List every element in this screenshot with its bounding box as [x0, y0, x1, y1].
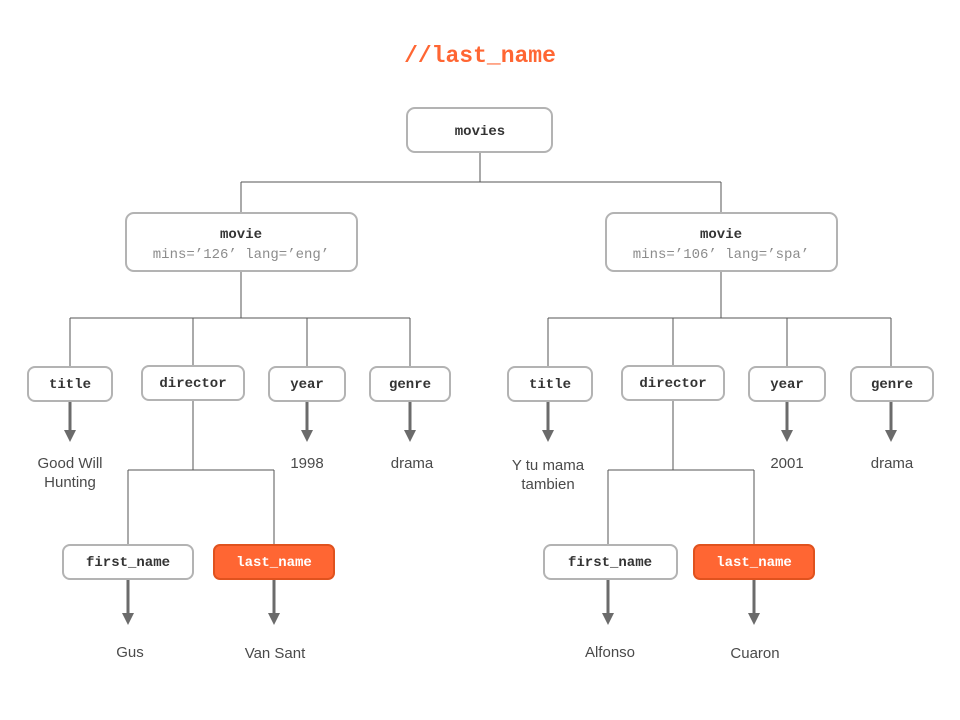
- value-first-name-right: Alfonso: [585, 644, 635, 661]
- value-last-name-right: Cuaron: [730, 645, 779, 662]
- value-title-right-line2: tambien: [521, 476, 574, 493]
- node-tag: first_name: [568, 555, 652, 571]
- value-first-name-left: Gus: [116, 644, 144, 661]
- node-title-right: title: [507, 366, 593, 402]
- value-year-right: 2001: [770, 455, 803, 472]
- arrow-right-first-name: [602, 580, 614, 625]
- node-year-right: year: [748, 366, 826, 402]
- arrow-left-last-name: [268, 580, 280, 625]
- node-tag: title: [49, 377, 91, 393]
- value-genre-left: drama: [391, 455, 434, 472]
- node-tag: year: [290, 377, 324, 393]
- node-tag: director: [159, 376, 226, 392]
- node-movie-right: movie mins=’106’ lang=’spa’: [605, 212, 838, 272]
- value-arrows: [64, 401, 897, 625]
- tree-edges: [69, 152, 892, 545]
- value-title-left-line2: Hunting: [44, 474, 96, 491]
- node-tag: last_name: [236, 555, 312, 571]
- node-director-right: director: [621, 365, 725, 401]
- value-genre-right: drama: [871, 455, 914, 472]
- node-tag: director: [639, 376, 706, 392]
- arrow-right-last-name: [748, 580, 760, 625]
- arrow-left-year: [301, 401, 313, 442]
- node-tag: first_name: [86, 555, 170, 571]
- node-movies-root: movies: [406, 107, 553, 153]
- node-attributes: mins=’106’ lang=’spa’: [633, 247, 809, 263]
- value-title-left-line1: Good Will: [37, 455, 102, 472]
- node-director-left: director: [141, 365, 245, 401]
- value-year-left: 1998: [290, 455, 323, 472]
- node-first-name-left: first_name: [62, 544, 194, 580]
- node-last-name-left-highlighted: last_name: [213, 544, 335, 580]
- arrow-left-first-name: [122, 580, 134, 625]
- node-tag: last_name: [716, 555, 792, 571]
- xpath-query-title: //last_name: [404, 43, 556, 69]
- node-year-left: year: [268, 366, 346, 402]
- node-tag: genre: [389, 377, 431, 393]
- value-last-name-left: Van Sant: [245, 645, 306, 662]
- node-first-name-right: first_name: [543, 544, 678, 580]
- arrow-right-genre: [885, 401, 897, 442]
- node-tag: movie: [220, 227, 262, 243]
- value-title-right-line1: Y tu mama: [512, 457, 585, 474]
- node-tag: movie: [700, 227, 742, 243]
- node-attributes: mins=’126’ lang=’eng’: [153, 247, 329, 263]
- node-tag: year: [770, 377, 804, 393]
- arrow-left-title: [64, 401, 76, 442]
- node-title-left: title: [27, 366, 113, 402]
- node-genre-right: genre: [850, 366, 934, 402]
- node-genre-left: genre: [369, 366, 451, 402]
- node-tag: title: [529, 377, 571, 393]
- arrow-right-title: [542, 401, 554, 442]
- node-tag: movies: [455, 124, 505, 140]
- node-last-name-right-highlighted: last_name: [693, 544, 815, 580]
- node-tag: genre: [871, 377, 913, 393]
- arrow-right-year: [781, 401, 793, 442]
- arrow-left-genre: [404, 401, 416, 442]
- node-movie-left: movie mins=’126’ lang=’eng’: [125, 212, 358, 272]
